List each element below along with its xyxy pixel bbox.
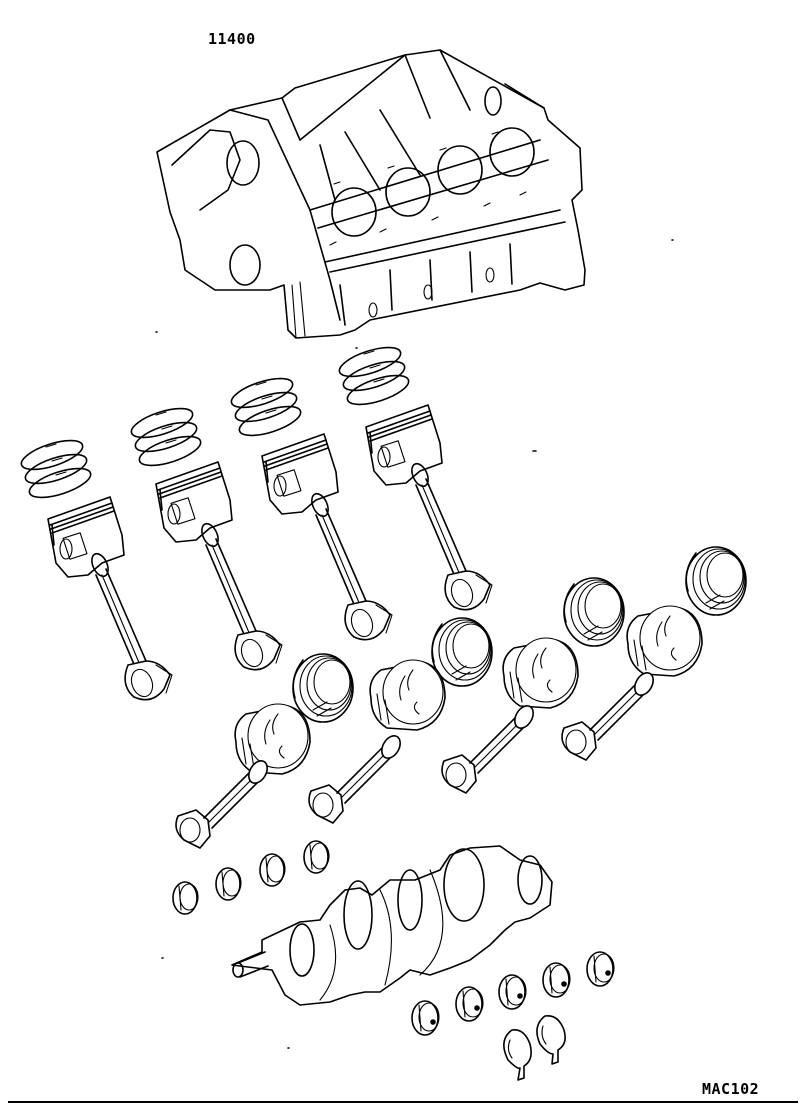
part-number-label: 11400 <box>208 30 256 48</box>
rod-bearings <box>172 840 330 915</box>
piston-5 <box>234 703 311 775</box>
piston-rings-3 <box>227 371 305 443</box>
piston-1 <box>47 496 125 578</box>
connecting-rod-4 <box>407 460 493 611</box>
left-bank-assemblies <box>17 340 493 701</box>
connecting-rod-6 <box>308 731 405 824</box>
connecting-rod-3 <box>307 490 393 641</box>
bottom-rule <box>8 1101 798 1103</box>
piston-4 <box>365 404 443 486</box>
piston-2 <box>155 461 233 543</box>
cylinder-block <box>156 49 586 339</box>
piston-rings-4 <box>335 340 413 412</box>
crankshaft <box>231 845 553 1006</box>
connecting-rod-2 <box>197 520 283 671</box>
figure-code-label: MAC102 <box>702 1080 760 1098</box>
thrust-washers <box>503 1014 566 1081</box>
connecting-rod-1 <box>87 550 173 701</box>
piston-8 <box>626 605 703 677</box>
connecting-rod-7 <box>441 701 538 794</box>
piston-rings-1 <box>17 433 95 505</box>
scan-specks <box>155 239 674 1049</box>
piston-6 <box>369 659 446 731</box>
piston-7 <box>502 637 579 709</box>
piston-rings-8 <box>685 546 747 616</box>
piston-rings-7 <box>563 577 625 647</box>
piston-rings-2 <box>127 401 205 473</box>
connecting-rod-5 <box>175 756 272 849</box>
piston-rings-5 <box>292 653 354 723</box>
